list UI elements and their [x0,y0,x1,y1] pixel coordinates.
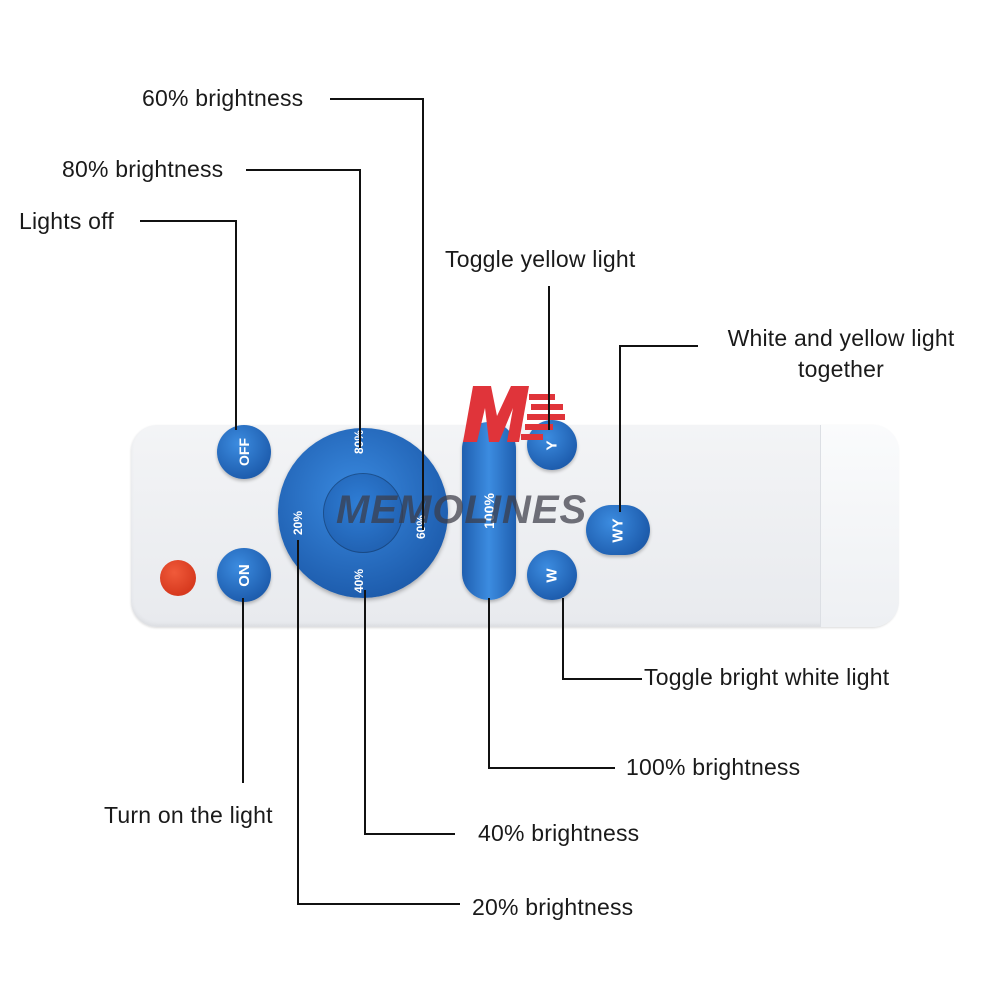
callout-80-brightness: 80% brightness [62,156,224,182]
line-60 [330,98,424,530]
brand-watermark: MEMOLINES [336,488,588,532]
white-light-button[interactable]: W [527,550,577,600]
power-indicator-led [160,560,196,596]
remote-battery-cap [820,425,899,627]
brightness-ring-center [323,473,403,553]
callout-toggle-white: Toggle bright white light [644,664,890,690]
callout-lights-off: Lights off [19,208,114,234]
callout-toggle-yellow: Toggle yellow light [445,246,636,272]
line-100 [488,598,615,769]
line-wy [619,345,698,512]
brightness-100-button[interactable]: 100% [462,422,516,600]
callout-100-brightness: 100% brightness [626,754,801,780]
callout-white-yellow-line1: White and yellow light [727,325,955,351]
line-80 [246,169,361,448]
callout-40-brightness: 40% brightness [478,820,640,846]
callout-60-brightness: 60% brightness [142,85,304,111]
on-button[interactable]: ON [217,548,271,602]
line-off [140,220,237,430]
line-white [562,598,642,680]
callout-white-yellow-line2: together [798,356,884,382]
white-yellow-button[interactable]: WY [586,505,650,555]
memolines-logo-icon [463,386,565,442]
line-40 [364,590,455,835]
callout-turn-on: Turn on the light [104,802,273,828]
off-button[interactable]: OFF [217,425,271,479]
callout-20-brightness: 20% brightness [472,894,634,920]
callout-white-yellow: White and yellow light together [708,325,974,383]
line-20 [297,540,460,905]
